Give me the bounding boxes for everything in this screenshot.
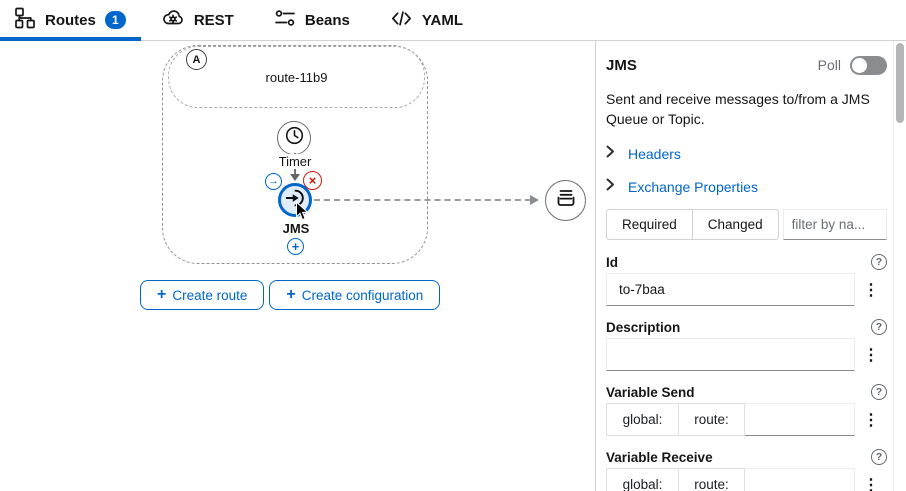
changed-filter-button[interactable]: Changed: [691, 209, 779, 240]
message-queue-node[interactable]: [545, 180, 586, 221]
help-icon[interactable]: ?: [871, 254, 887, 270]
component-description: Sent and receive messages to/from a JMS …: [606, 91, 870, 127]
filter-input[interactable]: [782, 209, 887, 240]
scrollbar-thumb[interactable]: [896, 43, 904, 123]
exchange-properties-expandable[interactable]: Exchange Properties: [606, 178, 887, 196]
routes-count-badge: 1: [104, 11, 126, 29]
kebab-menu-icon[interactable]: ⋮: [855, 403, 887, 436]
tab-routes-label: Routes: [45, 11, 96, 29]
tab-routes[interactable]: Routes 1: [0, 0, 141, 41]
kebab-menu-icon[interactable]: ⋮: [855, 273, 887, 306]
kebab-menu-icon[interactable]: ⋮: [855, 468, 887, 491]
plus-icon: +: [286, 286, 296, 303]
variable-send-input[interactable]: [744, 403, 855, 436]
code-icon: [390, 7, 413, 34]
timer-node-label: Timer: [260, 154, 330, 169]
poll-label: Poll: [817, 57, 841, 73]
field-label: Id: [606, 254, 618, 270]
field-description: Description ? ⋮: [606, 319, 887, 371]
queue-lines-icon: [554, 186, 578, 215]
route-canvas[interactable]: route-11b9 A Timer → ×: [0, 41, 596, 491]
delete-step-icon[interactable]: ×: [303, 171, 322, 190]
tab-beans[interactable]: Beans: [254, 0, 370, 40]
mouse-cursor: [295, 200, 310, 227]
variable-receive-input[interactable]: [744, 468, 855, 491]
flow-arrow-icon[interactable]: →: [265, 173, 282, 190]
field-label: Variable Receive: [606, 449, 713, 465]
poll-toggle[interactable]: [850, 55, 887, 75]
tab-rest[interactable]: REST: [141, 0, 254, 40]
create-configuration-button[interactable]: + Create configuration: [269, 280, 441, 310]
cloud-gear-icon: [161, 6, 185, 34]
beans-icon: [274, 7, 296, 33]
chevron-right-icon: [606, 178, 615, 196]
field-label: Variable Send: [606, 384, 695, 400]
route-title: route-11b9: [265, 69, 328, 85]
auto-layout-badge[interactable]: A: [186, 49, 207, 70]
help-icon[interactable]: ?: [871, 449, 887, 465]
field-label: Description: [606, 319, 681, 335]
panel-title: JMS: [606, 56, 637, 74]
plus-icon: +: [157, 286, 167, 303]
kebab-menu-icon[interactable]: ⋮: [855, 338, 887, 371]
add-step-icon[interactable]: +: [287, 238, 304, 255]
tab-beans-label: Beans: [304, 11, 350, 29]
chevron-right-icon: [606, 145, 615, 163]
description-input[interactable]: [606, 338, 855, 371]
required-filter-button[interactable]: Required: [606, 209, 693, 240]
global-prefix-button[interactable]: global:: [606, 468, 679, 491]
route-header[interactable]: route-11b9: [168, 46, 425, 108]
create-route-button[interactable]: + Create route: [140, 280, 265, 310]
canvas-actions: + Create route + Create configuration: [140, 280, 441, 310]
toggle-knob: [852, 57, 867, 73]
route-prefix-button[interactable]: route:: [678, 468, 745, 491]
property-filters: Required Changed: [606, 209, 887, 240]
clock-icon: [284, 125, 305, 151]
routes-icon: [14, 7, 36, 33]
timer-node[interactable]: [277, 121, 311, 155]
jms-node-label: JMS: [282, 221, 310, 236]
field-variable-receive: Variable Receive ? global: route: ⋮: [606, 449, 887, 491]
tab-rest-label: REST: [193, 11, 234, 29]
tab-yaml[interactable]: YAML: [370, 0, 483, 40]
connector-arrowhead: [290, 174, 300, 181]
endpoint-arrowhead: [530, 195, 539, 205]
panel-scrollbar[interactable]: [893, 41, 906, 491]
top-tab-bar: Routes 1 REST Beans: [0, 0, 906, 41]
help-icon[interactable]: ?: [871, 384, 887, 400]
field-id: Id ? ⋮: [606, 254, 887, 306]
global-prefix-button[interactable]: global:: [606, 403, 679, 436]
help-icon[interactable]: ?: [871, 319, 887, 335]
tab-yaml-label: YAML: [421, 11, 464, 29]
jms-endpoint-connector: [314, 199, 531, 201]
field-variable-send: Variable Send ? global: route: ⋮: [606, 384, 887, 436]
id-input[interactable]: [606, 273, 855, 306]
config-panel: JMS Poll Sent and receive messages to/fr…: [596, 41, 893, 491]
route-group-container: [162, 45, 428, 264]
headers-expandable[interactable]: Headers: [606, 145, 887, 163]
route-prefix-button[interactable]: route:: [678, 403, 745, 436]
